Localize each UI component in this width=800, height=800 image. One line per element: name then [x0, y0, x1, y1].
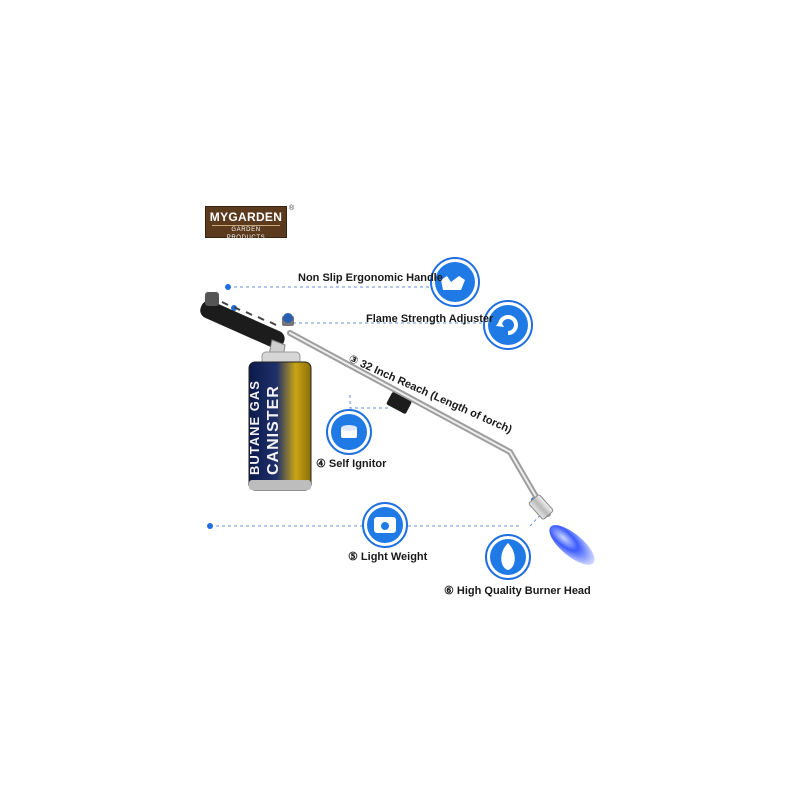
gas-canister	[248, 339, 312, 491]
rotate-adjust-icon	[498, 315, 518, 335]
label-ergonomic-handle: Non Slip Ergonomic Handle	[298, 272, 443, 284]
registered-mark: ®	[289, 205, 295, 212]
label-flame-adjuster: Flame Strength Adjuster	[366, 313, 494, 325]
flame-icon	[501, 543, 515, 570]
torch-wand	[287, 330, 595, 565]
icon-flame-circle	[485, 534, 531, 580]
icon-ignitor-circle	[326, 409, 372, 455]
icon-adjuster-circle	[483, 300, 533, 350]
label-burner-head: ⑥ High Quality Burner Head	[444, 585, 591, 597]
brand-tagline: GARDEN PRODUCTS	[212, 225, 280, 242]
adjuster-knob	[282, 313, 294, 326]
ignitor-block	[386, 392, 412, 414]
hand-grip-icon	[441, 276, 465, 290]
canister-text: BUTANE GAS CANISTER	[246, 355, 306, 475]
icon-handle-circle	[430, 257, 480, 307]
blue-flame	[549, 525, 595, 565]
brand-name: MYGARDEN	[209, 210, 283, 224]
canister-line-1: BUTANE GAS	[247, 380, 262, 475]
canister-line-2: CANISTER	[265, 385, 282, 475]
brand-logo: MYGARDEN GARDEN PRODUCTS	[205, 206, 287, 241]
icon-weight-circle	[362, 502, 408, 548]
ergonomic-handle	[200, 292, 285, 349]
label-light-weight: ⑤ Light Weight	[348, 551, 428, 563]
label-self-ignitor: ④ Self Ignitor	[316, 458, 387, 470]
